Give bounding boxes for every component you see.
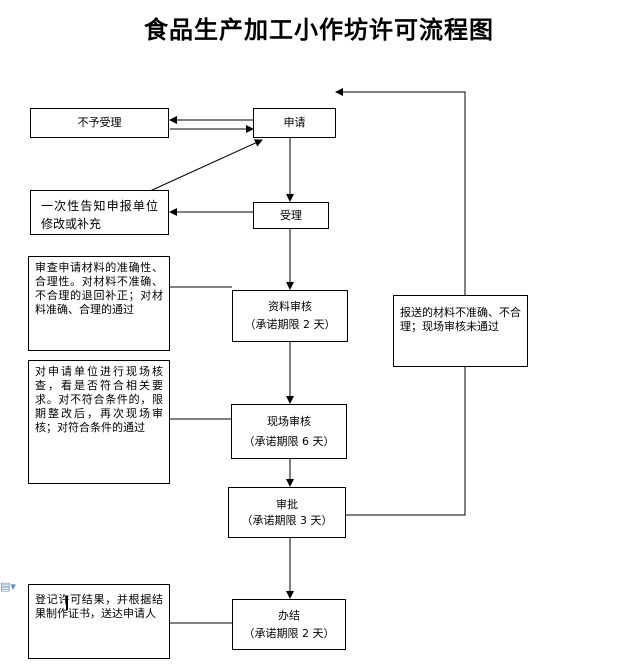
complete-note: 登记许可结果，并根据结果制作证书，送达申请人: [28, 584, 170, 659]
reject-box: 不予受理: [30, 108, 169, 138]
approve-deadline: （承诺期限 3 天）: [241, 513, 333, 527]
apply-label: 申请: [283, 116, 306, 129]
complete-note-text: 登记许可结果，并根据结果制作证书，送达申请人: [35, 593, 163, 620]
notify-label: 一次性告知申报单位修改或补充: [41, 199, 158, 231]
site-check-note: 对申请单位进行现场核查，看是否符合相关要求。对不符合条件的，限期整改后，再次现场…: [28, 360, 170, 484]
site-check-title: 现场审核: [267, 414, 311, 428]
doc-review-note: 审查申请材料的准确性、合理性。对材料不准确、不合理的退回补正；对材料准确、合理的…: [28, 256, 170, 351]
site-check-note-text: 对申请单位进行现场核查，看是否符合相关要求。对不符合条件的，限期整改后，再次现场…: [35, 365, 163, 434]
approve-title: 审批: [276, 497, 298, 511]
complete-title: 办结: [278, 608, 300, 622]
complete-box: 办结 （承诺期限 2 天）: [232, 599, 346, 650]
approve-box: 审批 （承诺期限 3 天）: [228, 487, 346, 538]
return-note: 报送的材料不准确、不合理；现场审核未通过: [393, 295, 528, 367]
return-note-text: 报送的材料不准确、不合理；现场审核未通过: [400, 306, 521, 333]
apply-box: 申请: [253, 108, 336, 138]
document-icon[interactable]: ▤▾: [0, 580, 16, 593]
accept-label: 受理: [280, 208, 302, 222]
doc-review-note-text: 审查申请材料的准确性、合理性。对材料不准确、不合理的退回补正；对材料准确、合理的…: [35, 261, 163, 316]
notify-box: 一次性告知申报单位修改或补充: [30, 190, 169, 235]
site-check-deadline: （承诺期限 6 天）: [243, 434, 335, 448]
page-title: 食品生产加工小作坊许可流程图: [144, 16, 494, 44]
text-cursor: [66, 596, 68, 610]
doc-review-deadline: （承诺期限 2 天）: [244, 318, 336, 331]
doc-review-title: 资料审核: [268, 300, 312, 313]
doc-review-box: 资料审核 （承诺期限 2 天）: [232, 290, 348, 342]
reject-label: 不予受理: [77, 116, 122, 129]
arrow-notify-to-apply: [149, 139, 263, 192]
complete-deadline: （承诺期限 2 天）: [243, 626, 335, 640]
site-check-box: 现场审核 （承诺期限 6 天）: [231, 404, 347, 459]
accept-box: 受理: [253, 202, 329, 229]
